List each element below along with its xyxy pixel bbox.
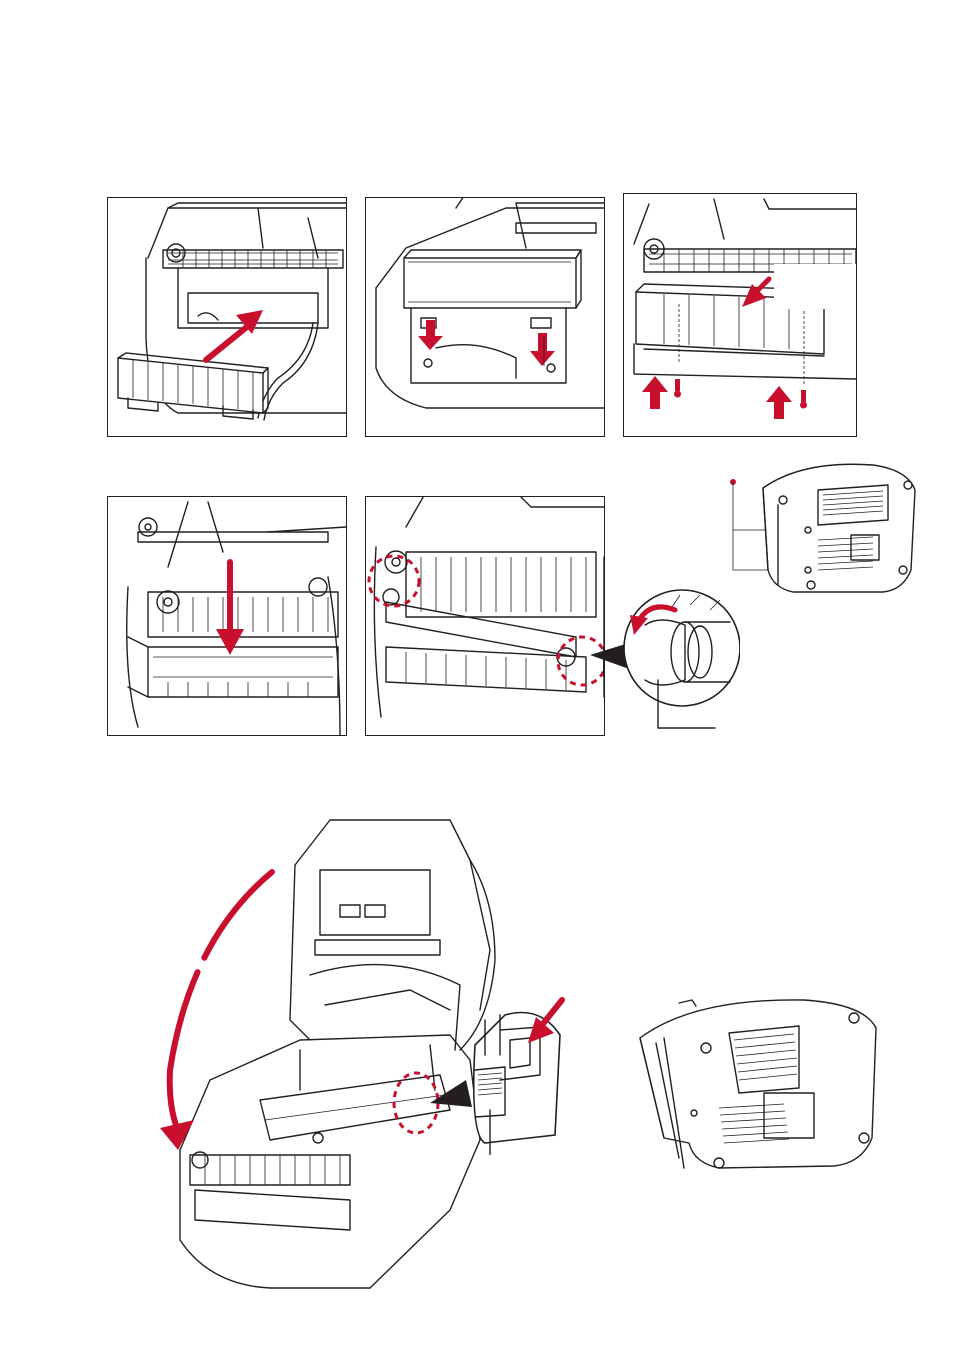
magnified-detail-latch xyxy=(430,995,580,1155)
cover-latch-detail-illustration xyxy=(430,995,580,1155)
platen-roller-lock-illustration xyxy=(366,497,604,735)
figure-panel-seat-cutter xyxy=(365,197,605,437)
figure-panel-lock-platen xyxy=(365,496,605,736)
cutter-module-insert-illustration xyxy=(108,198,346,436)
cutter-module-seat-illustration xyxy=(366,198,604,436)
figure-panel-insert-platen xyxy=(107,496,347,736)
platen-roller-insert-illustration xyxy=(108,497,346,735)
cutter-module-screw-illustration xyxy=(624,194,856,436)
roller-lock-detail-illustration xyxy=(590,580,740,740)
printer-bottom-view-large xyxy=(634,998,882,1178)
figure-panel-screw-cutter xyxy=(623,193,857,437)
printer-bottom-view-icon xyxy=(723,460,923,600)
magnified-detail-lock xyxy=(590,580,740,740)
printer-bottom-view-small xyxy=(723,460,923,600)
figure-panel-insert-cutter xyxy=(107,197,347,437)
printer-bottom-view-icon xyxy=(634,998,882,1178)
